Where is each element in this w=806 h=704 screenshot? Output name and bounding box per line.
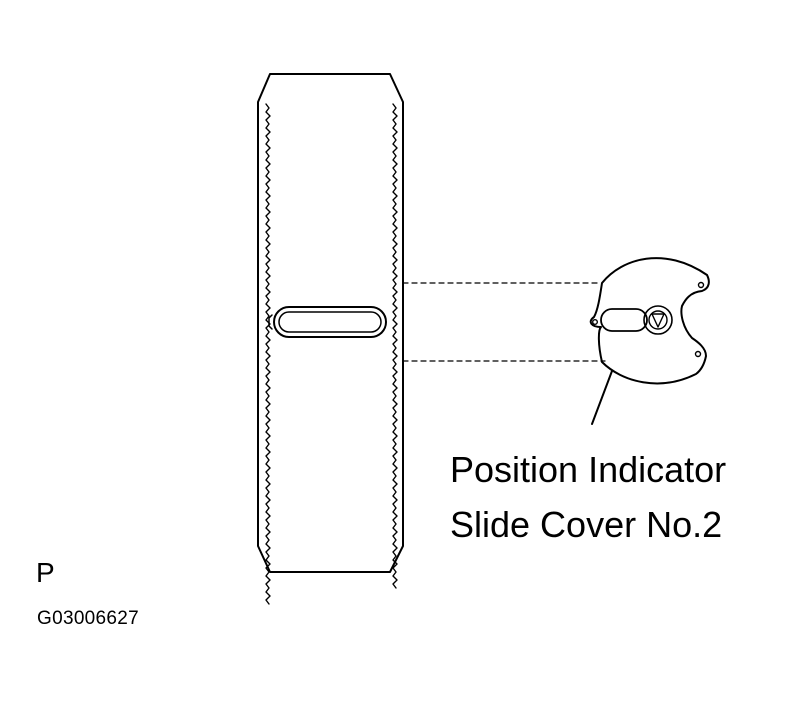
strip-slot-inner <box>278 311 382 333</box>
position-indicator-slide-cover <box>589 257 710 385</box>
pivot-inner-ring <box>648 310 668 330</box>
strip-slot-outer <box>273 306 387 338</box>
mount-hole-bottom <box>694 350 702 358</box>
callout-label-line-2: Slide Cover No.2 <box>450 504 723 545</box>
mount-hole-left <box>592 319 599 326</box>
left-serration-edge <box>265 103 271 605</box>
figure-code: G03006627 <box>37 608 140 629</box>
view-letter: P <box>36 557 55 588</box>
slide-cover-strip <box>257 73 404 605</box>
indicator-window <box>600 308 648 332</box>
mount-hole-top <box>697 281 705 289</box>
right-serration-edge <box>392 103 398 589</box>
callout-leader-line <box>591 370 613 425</box>
strip-outline <box>257 73 404 573</box>
pivot-outer-ring <box>643 305 673 335</box>
callout-label-line-1: Position Indicator <box>450 449 727 490</box>
pivot-arrow-mark <box>651 313 665 328</box>
cover-outline <box>589 257 710 385</box>
slot-side-tab <box>268 314 273 330</box>
